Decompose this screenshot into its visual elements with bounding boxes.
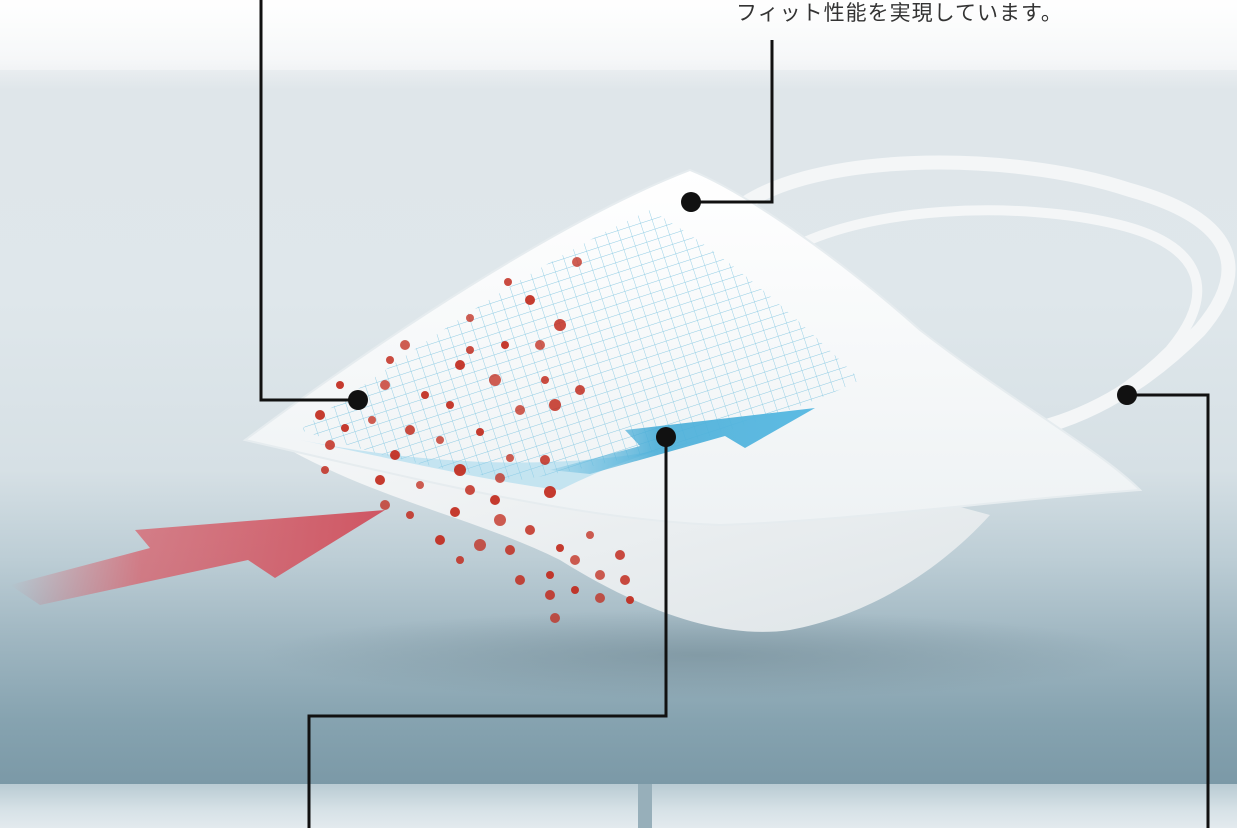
particle (380, 500, 390, 510)
particle (575, 385, 585, 395)
particle (490, 495, 500, 505)
particle (546, 571, 554, 579)
particle (436, 436, 444, 444)
particle (586, 531, 594, 539)
particle (315, 410, 325, 420)
leader-line-nose (691, 40, 774, 204)
leader-line-strap (1127, 393, 1210, 828)
particle (321, 466, 329, 474)
particle (545, 590, 555, 600)
callout-dot-nose (681, 192, 701, 212)
leader-line-filter (259, 0, 358, 402)
top-text-band (0, 0, 1237, 70)
particle (406, 511, 414, 519)
particle (501, 341, 509, 349)
particle (525, 525, 535, 535)
particle (540, 455, 550, 465)
callout-dot-filter (348, 390, 368, 410)
ear-straps (723, 155, 1236, 432)
inflow-arrow (10, 510, 385, 605)
particle (504, 278, 512, 286)
filter-mist (300, 440, 700, 490)
particle (615, 550, 625, 560)
particle (620, 575, 630, 585)
particle (421, 391, 429, 399)
particle (571, 586, 579, 594)
particle (380, 380, 390, 390)
particle (466, 314, 474, 322)
particle (465, 485, 475, 495)
particle (368, 416, 376, 424)
particle (454, 464, 466, 476)
particle (455, 360, 465, 370)
particle (416, 481, 424, 489)
particle (456, 556, 464, 564)
particle (570, 555, 580, 565)
particle (489, 374, 501, 386)
particle (325, 440, 335, 450)
particle (572, 257, 582, 267)
particle (341, 424, 349, 432)
particle (515, 575, 525, 585)
bottom-panel-left (0, 784, 638, 828)
particle (494, 514, 506, 526)
mask-shadow (260, 610, 1140, 700)
particle (476, 428, 484, 436)
particle (535, 340, 545, 350)
particle (550, 613, 560, 623)
particle (386, 356, 394, 364)
callout-dot-strap (1117, 385, 1137, 405)
particle (595, 570, 605, 580)
particle (466, 346, 474, 354)
particle (549, 399, 561, 411)
particles (315, 257, 634, 623)
bottom-panel-gap (638, 784, 652, 828)
particle (474, 539, 486, 551)
particle (626, 596, 634, 604)
caption-text: フィット性能を実現しています。 (736, 1, 1063, 25)
leader-line-layer (307, 437, 668, 828)
particle (375, 475, 385, 485)
particle (435, 535, 445, 545)
bottom-panel-right (652, 784, 1237, 828)
particle (405, 425, 415, 435)
particle (515, 405, 525, 415)
particle (505, 545, 515, 555)
particle (544, 486, 556, 498)
particle (336, 381, 344, 389)
particle (556, 544, 564, 552)
particle (554, 319, 566, 331)
particle (595, 593, 605, 603)
callout-dot-layer (656, 427, 676, 447)
particle (525, 295, 535, 305)
outflow-arrow (550, 408, 815, 474)
particle (495, 473, 505, 483)
filter-mesh (300, 210, 860, 480)
particle (446, 401, 454, 409)
particle (541, 376, 549, 384)
particle (506, 454, 514, 462)
particle (450, 507, 460, 517)
particle (390, 450, 400, 460)
particle (400, 340, 410, 350)
